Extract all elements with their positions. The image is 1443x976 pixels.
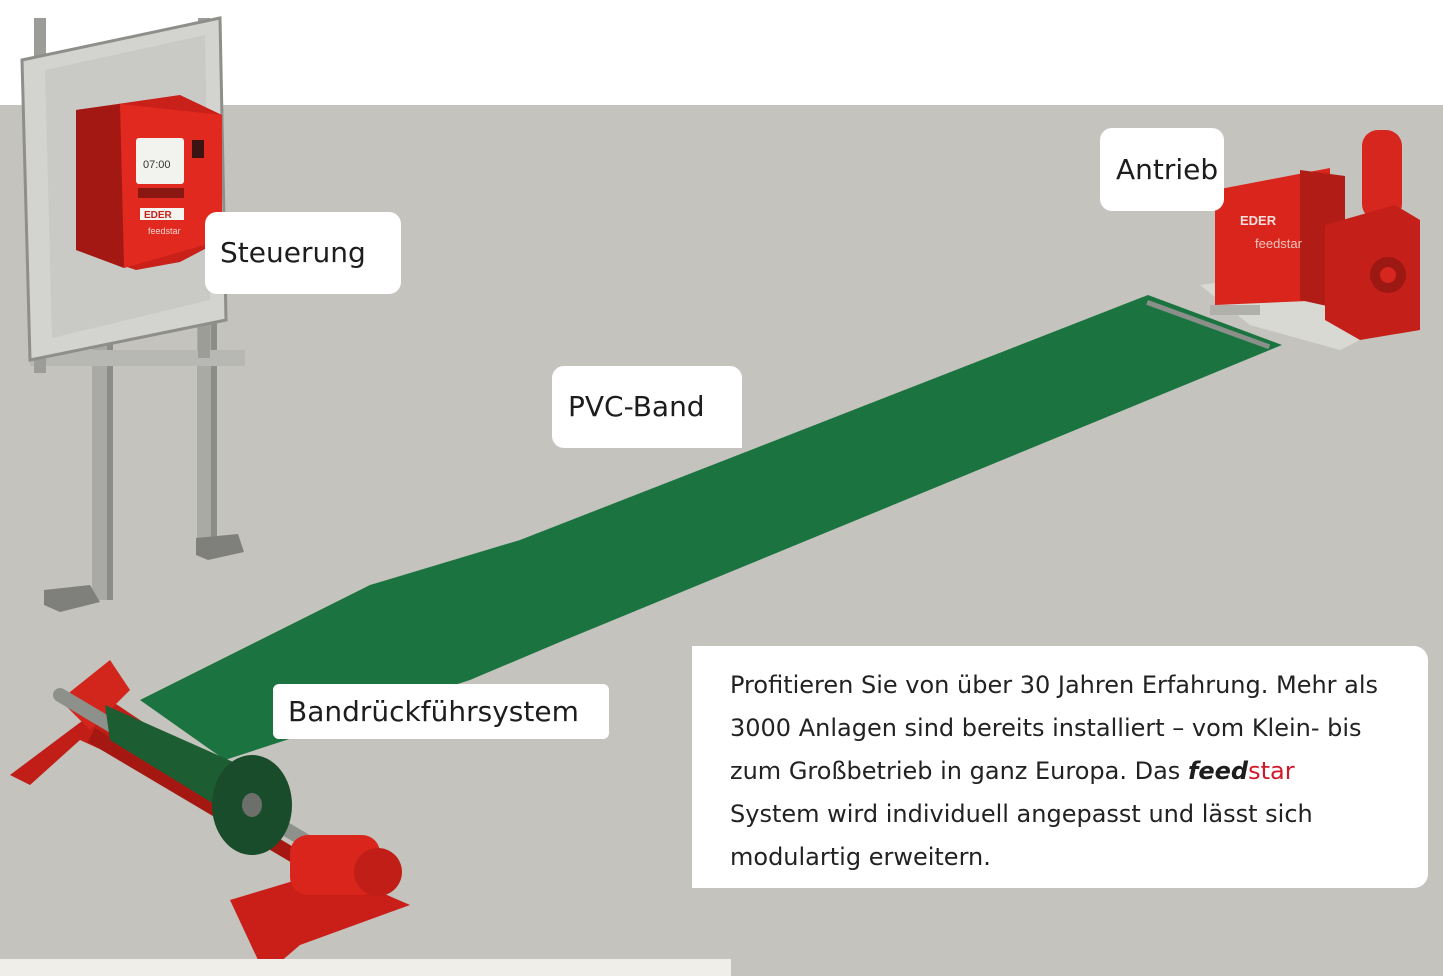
control-brand-text: feedstar — [148, 226, 181, 236]
control-display-text: 07:00 — [143, 159, 171, 171]
drive-logo-text: EDER — [1240, 213, 1277, 228]
control-box — [76, 95, 222, 270]
label-steuerung: Steuerung — [205, 212, 401, 294]
pvc-belt — [140, 295, 1282, 760]
info-text-end: System wird individuell angepasst und lä… — [730, 800, 1313, 871]
brand-star: star — [1248, 757, 1295, 785]
return-system — [10, 660, 410, 975]
brand-feed: feed — [1187, 757, 1249, 785]
drive-brand-text: feedstar — [1255, 236, 1303, 251]
label-bandrueckfuehrsystem: Bandrückführsystem — [273, 684, 609, 739]
info-text-box: Profitieren Sie von über 30 Jahren Erfah… — [692, 646, 1428, 888]
label-antrieb: Antrieb — [1100, 128, 1224, 211]
label-pvc-band: PVC-Band — [552, 366, 742, 448]
control-logo-text: EDER — [144, 210, 173, 221]
drive-unit — [1200, 130, 1420, 350]
info-text-start: Profitieren Sie von über 30 Jahren Erfah… — [730, 671, 1379, 785]
bottom-strip — [0, 959, 731, 976]
